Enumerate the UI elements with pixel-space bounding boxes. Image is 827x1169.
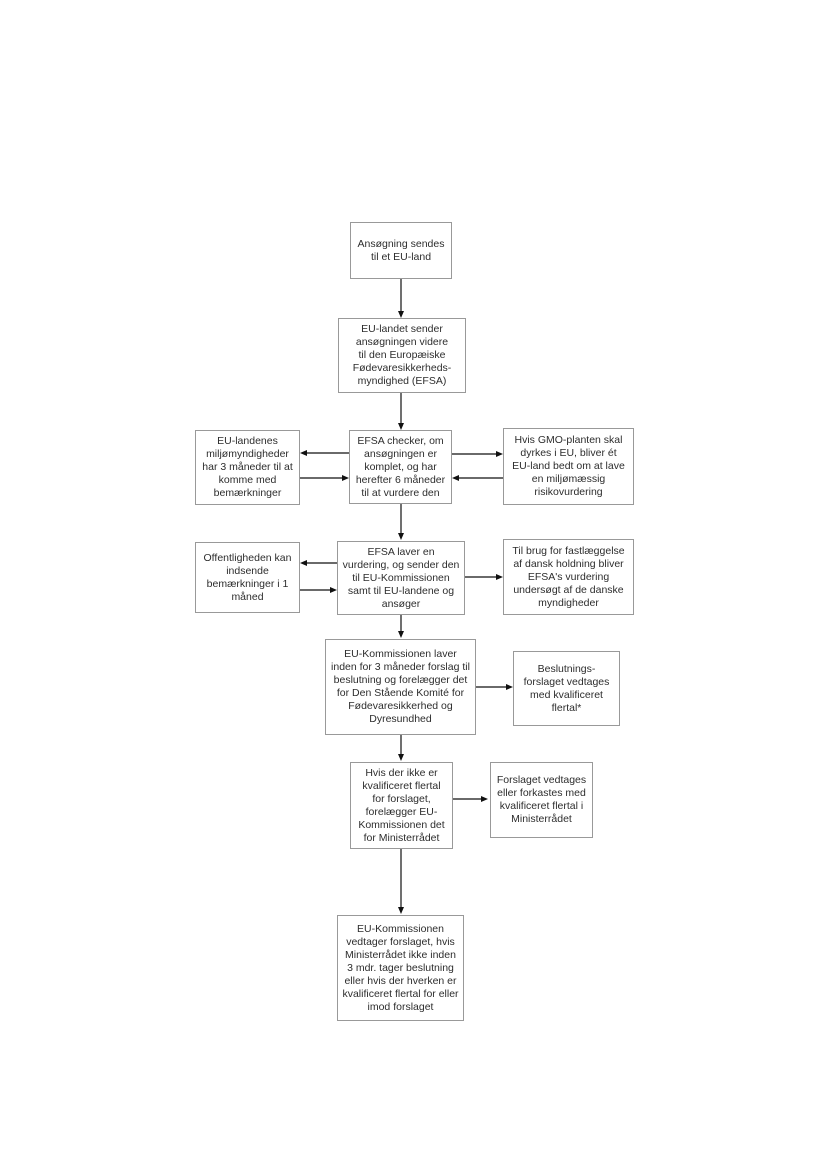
flow-node-forwarding-text: EU-landet sender ansøgningen videre til … [352, 323, 452, 387]
flow-node-committee-vote-text: Beslutnings- forslaget vedtages med kval… [523, 662, 610, 714]
flow-node-public-comments-text: Offentligheden kan indsende bemærkninger… [203, 551, 292, 603]
flow-node-application: Ansøgning sendes til et EU-land [350, 222, 452, 279]
flow-node-cultivation-assessment: Hvis GMO-planten skal dyrkes i EU, blive… [503, 428, 634, 505]
flow-node-efsa-opinion-text: EFSA laver en vurdering, og sender den t… [342, 545, 460, 610]
flow-node-efsa-check: EFSA checker, om ansøgningen er komplet,… [349, 430, 452, 504]
flow-node-council-referral-text: Hvis der ikke er kvalificeret flertal fo… [358, 766, 445, 844]
flow-node-application-text: Ansøgning sendes til et EU-land [357, 237, 445, 263]
flow-node-council-referral: Hvis der ikke er kvalificeret flertal fo… [350, 762, 453, 849]
flow-node-commission-adoption: EU-Kommissionen vedtager forslaget, hvis… [337, 915, 464, 1021]
flow-node-commission-proposal: EU-Kommissionen laver inden for 3 månede… [325, 639, 476, 735]
flow-node-commission-adoption-text: EU-Kommissionen vedtager forslaget, hvis… [342, 922, 459, 1013]
flow-node-council-vote: Forslaget vedtages eller forkastes med k… [490, 762, 593, 838]
flow-node-public-comments: Offentligheden kan indsende bemærkninger… [195, 542, 300, 613]
flow-node-efsa-check-text: EFSA checker, om ansøgningen er komplet,… [355, 434, 446, 499]
flow-node-danish-review: Til brug for fastlæggelse af dansk holdn… [503, 539, 634, 615]
flow-node-member-states-comments: EU-landenes miljømyndigheder har 3 måned… [195, 430, 300, 505]
flow-node-danish-review-text: Til brug for fastlæggelse af dansk holdn… [512, 544, 625, 609]
flow-node-commission-proposal-text: EU-Kommissionen laver inden for 3 månede… [331, 648, 470, 725]
flow-node-efsa-opinion: EFSA laver en vurdering, og sender den t… [337, 541, 465, 615]
flow-node-committee-vote: Beslutnings- forslaget vedtages med kval… [513, 651, 620, 726]
flow-node-cultivation-assessment-text: Hvis GMO-planten skal dyrkes i EU, blive… [512, 434, 625, 498]
flow-node-forwarding: EU-landet sender ansøgningen videre til … [338, 318, 466, 393]
flow-node-council-vote-text: Forslaget vedtages eller forkastes med k… [496, 774, 587, 825]
flow-node-member-states-comments-text: EU-landenes miljømyndigheder har 3 måned… [202, 435, 293, 499]
